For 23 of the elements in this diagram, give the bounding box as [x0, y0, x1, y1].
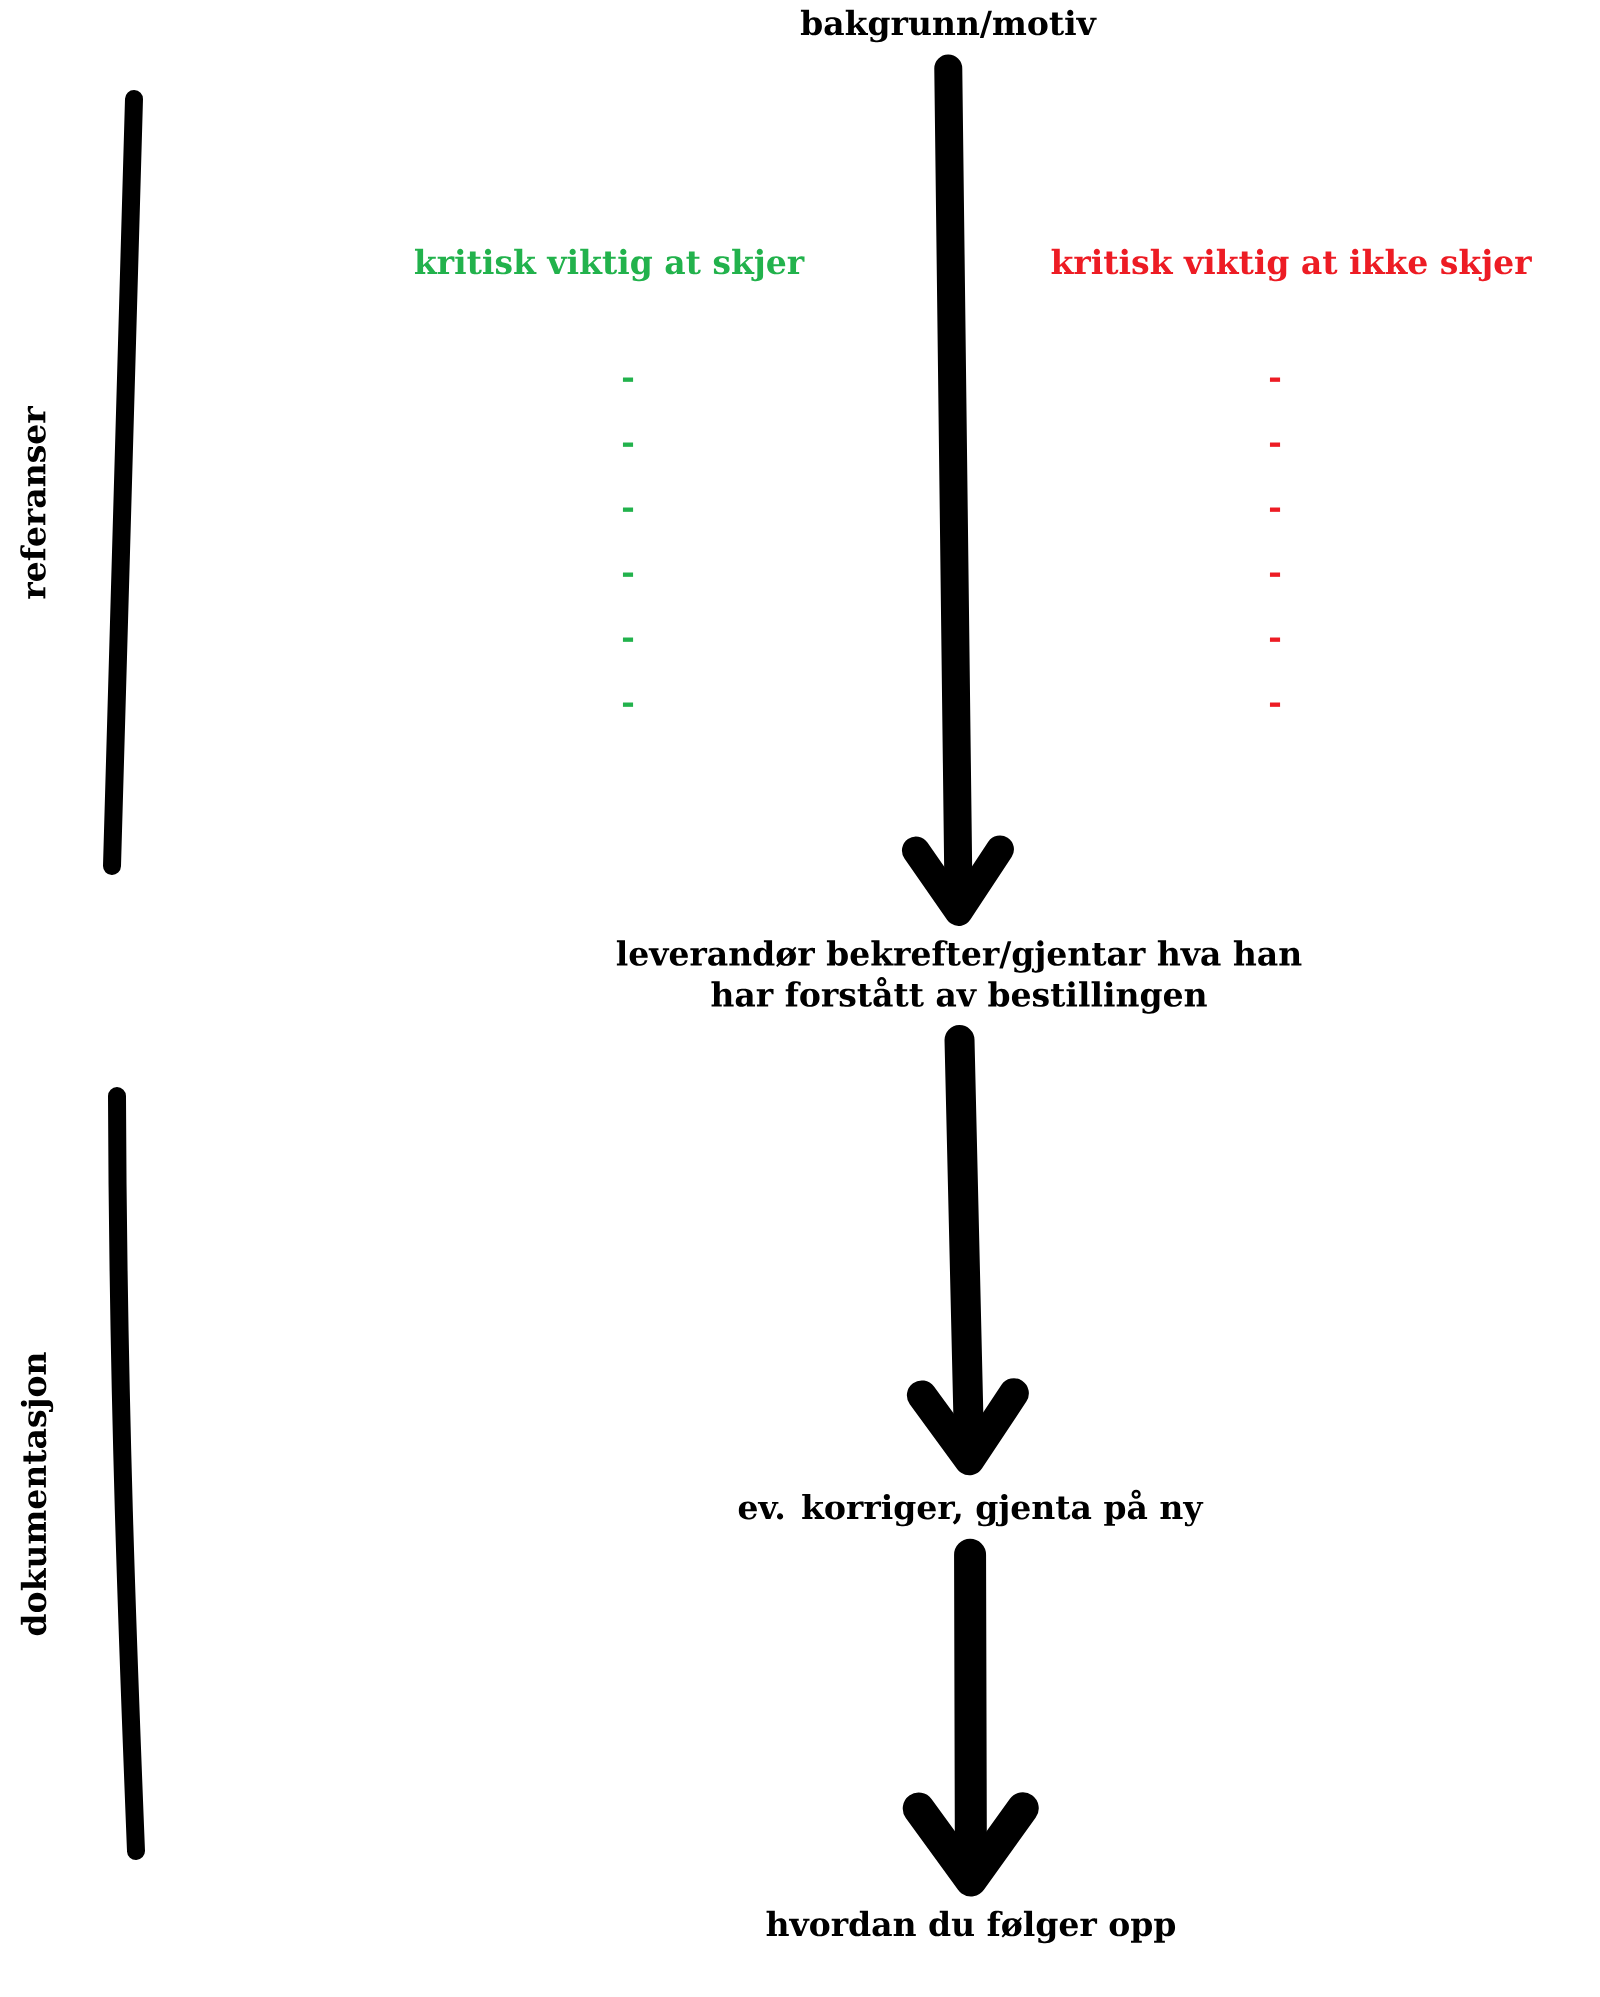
arrow [901, 54, 1014, 926]
side-label: dokumentasjon [20, 1352, 54, 1636]
bullet-dash: - [622, 702, 634, 707]
bullet-dash: - [1269, 702, 1281, 707]
arrow [902, 1538, 1039, 1897]
bullet-dash: - [1269, 442, 1281, 447]
bullet-dash: - [1269, 637, 1281, 642]
bullet-dash: - [622, 507, 634, 512]
step-text: leverandør bekrefter/gjentar hva han har forstått av bestillingen [616, 940, 1302, 1014]
bullet-dash: - [622, 637, 634, 642]
step-text: ev. korriger, gjenta på ny [738, 1489, 1204, 1527]
bullet-dash: - [1269, 377, 1281, 382]
bullet-dash: - [622, 572, 634, 577]
bullet-dash: - [1269, 572, 1281, 577]
column-heading: kritisk viktig at ikke skjer [1051, 248, 1532, 282]
bullet-dash: - [622, 442, 634, 447]
step-text: bakgrunn/motiv [800, 9, 1097, 43]
side-label: referanser [20, 406, 46, 599]
step-text: hvordan du følger opp [766, 1910, 1176, 1944]
arrow [906, 1025, 1029, 1476]
column-heading: kritisk viktig at skjer [415, 248, 805, 282]
bullet-dash: - [622, 377, 634, 382]
bullet-dash: - [1269, 507, 1281, 512]
